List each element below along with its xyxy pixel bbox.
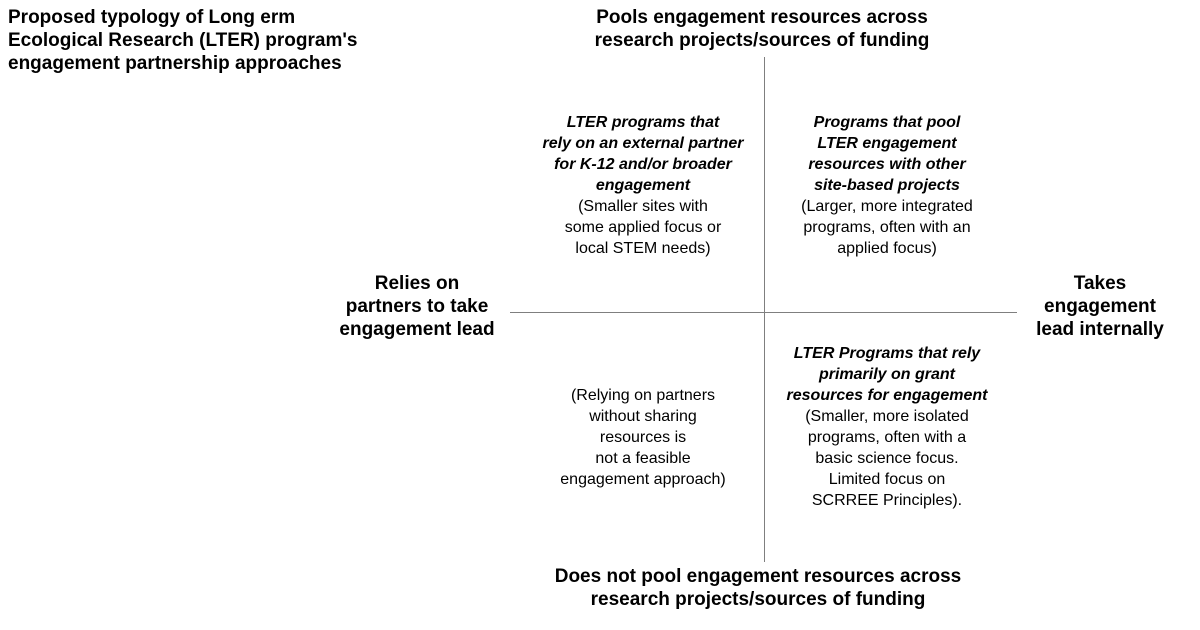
axis-label-right: Takes engagement lead internally [1022, 272, 1178, 341]
axis-right-line-1: Takes [1073, 273, 1127, 294]
axis-bottom-line-1: Does not pool engagement resources acros… [554, 566, 962, 587]
title-line-1: Proposed typology of Long erm [8, 7, 296, 28]
horizontal-axis-line [510, 312, 1017, 313]
text-line: Programs that pool [813, 114, 961, 131]
quadrant-top-right-heading: Programs that pool LTER engagement resou… [772, 112, 1002, 196]
text-line: without sharing [589, 408, 697, 425]
text-line: site-based projects [814, 177, 960, 194]
quadrant-top-right: Programs that pool LTER engagement resou… [772, 112, 1002, 259]
axis-left-line-3: engagement lead [339, 319, 495, 340]
axis-label-top: Pools engagement resources across resear… [562, 6, 962, 52]
axis-top-line-2: research projects/sources of funding [594, 30, 930, 51]
text-line: resources with other [808, 156, 966, 173]
axis-label-left: Relies on partners to take engagement le… [332, 272, 502, 341]
title-line-2: Ecological Research (LTER) program's [8, 30, 358, 51]
title-line-3: engagement partnership approaches [8, 53, 342, 74]
text-line: engagement [595, 177, 691, 194]
axis-left-line-2: partners to take [345, 296, 489, 317]
axis-right-line-3: lead internally [1036, 319, 1164, 340]
text-line: resources for engagement [786, 387, 988, 404]
text-line: resources is [599, 429, 687, 446]
text-line: engagement approach) [560, 471, 726, 488]
text-line: LTER Programs that rely [793, 345, 981, 362]
quadrant-bottom-right: LTER Programs that rely primarily on gra… [772, 343, 1002, 511]
text-line: programs, often with an [803, 219, 971, 236]
text-line: applied focus) [837, 240, 937, 257]
quadrant-bottom-right-detail: (Smaller, more isolated programs, often … [772, 406, 1002, 511]
quadrant-top-left-detail: (Smaller sites with some applied focus o… [528, 196, 758, 259]
axis-top-line-1: Pools engagement resources across [596, 7, 928, 28]
text-line: (Smaller, more isolated [805, 408, 969, 425]
axis-right-line-2: engagement [1044, 296, 1156, 317]
axis-label-bottom: Does not pool engagement resources acros… [520, 565, 996, 611]
text-line: rely on an external partner [542, 135, 744, 152]
text-line: not a feasible [595, 450, 691, 467]
page-title: Proposed typology of Long erm Ecological… [8, 6, 357, 75]
quadrant-top-left: LTER programs that rely on an external p… [528, 112, 758, 259]
axis-left-line-1: Relies on [374, 273, 460, 294]
text-line: (Relying on partners [570, 387, 716, 404]
text-line: LTER engagement [817, 135, 957, 152]
quadrant-top-left-heading: LTER programs that rely on an external p… [528, 112, 758, 196]
text-line: local STEM needs) [575, 240, 711, 257]
quadrant-bottom-left: (Relying on partners without sharing res… [528, 385, 758, 490]
text-line: LTER programs that [566, 114, 720, 131]
quadrant-bottom-right-heading: LTER Programs that rely primarily on gra… [772, 343, 1002, 406]
text-line: for K-12 and/or broader [554, 156, 732, 173]
vertical-axis-line [764, 57, 765, 562]
quadrant-bottom-left-detail: (Relying on partners without sharing res… [528, 385, 758, 490]
text-line: primarily on grant [818, 366, 956, 383]
quadrant-top-right-detail: (Larger, more integrated programs, often… [772, 196, 1002, 259]
axis-bottom-line-2: research projects/sources of funding [590, 589, 926, 610]
text-line: Limited focus on [828, 471, 946, 488]
text-line: basic science focus. [815, 450, 959, 467]
text-line: some applied focus or [564, 219, 722, 236]
text-line: (Smaller sites with [578, 198, 708, 215]
text-line: (Larger, more integrated [801, 198, 973, 215]
text-line: SCRREE Principles). [811, 492, 963, 509]
text-line: programs, often with a [807, 429, 967, 446]
